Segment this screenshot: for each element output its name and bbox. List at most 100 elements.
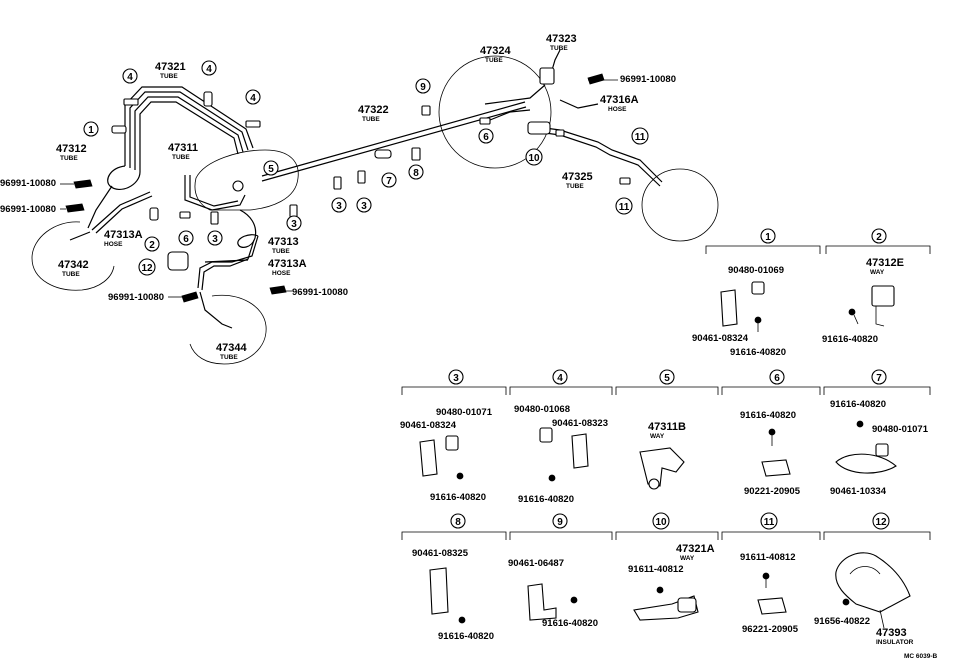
label-47316A: 47316A [600, 94, 639, 106]
rear-drum-left [438, 55, 552, 169]
label-47323-sub: TUBE [550, 45, 568, 52]
rear-drum-right [641, 168, 719, 242]
svg-text:91616-40820: 91616-40820 [730, 347, 786, 358]
svg-text:6: 6 [774, 373, 780, 384]
svg-text:90480-01069: 90480-01069 [728, 265, 784, 276]
callout-3a: 3 [331, 197, 347, 213]
svg-text:WAY: WAY [870, 269, 885, 276]
label-47312-sub: TUBE [60, 155, 78, 162]
svg-text:4: 4 [250, 93, 256, 104]
callout-1: 1 [83, 121, 99, 137]
callout-6a: 6 [178, 230, 194, 246]
svg-text:90461-06487: 90461-06487 [508, 558, 564, 569]
group-6-number: 6 [769, 369, 785, 385]
clip-b [73, 179, 93, 189]
group-3-number: 3 [448, 369, 464, 385]
label-47313-sub: TUBE [272, 248, 290, 255]
svg-text:90221-20905: 90221-20905 [744, 486, 801, 497]
clamp-1 [111, 125, 127, 134]
label-47342-sub: TUBE [62, 271, 80, 278]
svg-text:90461-10334: 90461-10334 [830, 486, 887, 497]
clamp-9 [421, 105, 431, 116]
group-2: 47312E WAY 91616-40820 [822, 257, 904, 345]
svg-text:10: 10 [528, 153, 540, 164]
svg-text:47321A: 47321A [676, 543, 715, 555]
group-11: 91611-40812 96221-20905 [740, 552, 799, 635]
svg-text:1: 1 [88, 125, 94, 136]
clamp-11a [555, 129, 565, 137]
group-7: 91616-40820 90480-01071 90461-10334 [830, 399, 929, 497]
svg-text:2: 2 [876, 232, 882, 243]
main-part-labels: 47321 TUBE 47312 TUBE 47311 TUBE 47322 T… [0, 33, 676, 361]
svg-text:7: 7 [386, 176, 392, 187]
label-47342: 47342 [58, 259, 89, 271]
clamp-3b [357, 170, 366, 184]
clamp-10 [527, 121, 551, 135]
svg-text:2: 2 [149, 240, 155, 251]
svg-text:3: 3 [212, 234, 218, 245]
front-right-backing-plate [189, 294, 267, 365]
label-96991-a: 96991-10080 [620, 74, 676, 85]
svg-text:11: 11 [619, 202, 630, 213]
callout-9: 9 [415, 78, 431, 94]
clamp-4b [203, 91, 213, 107]
callout-10: 10 [525, 148, 543, 166]
label-47313: 47313 [268, 236, 299, 248]
group-10-number: 10 [652, 512, 670, 530]
master-cylinder [194, 149, 299, 211]
group-9-number: 9 [552, 513, 568, 529]
clamp-2 [149, 207, 159, 221]
label-47344-sub: TUBE [220, 354, 238, 361]
clamp-6b [479, 117, 491, 125]
svg-text:1: 1 [765, 232, 771, 243]
svg-text:8: 8 [413, 168, 419, 179]
detail-groups: 1 2 3 4 5 6 7 8 9 10 11 12 90480-01069 9… [400, 228, 931, 646]
group-1: 90480-01069 90461-08324 91616-40820 [692, 265, 786, 358]
clamp-7 [374, 149, 392, 159]
svg-text:10: 10 [655, 517, 667, 528]
svg-text:WAY: WAY [650, 433, 665, 440]
svg-text:91656-40822: 91656-40822 [814, 616, 870, 627]
clamp-6a [179, 211, 191, 219]
svg-text:90480-01068: 90480-01068 [514, 404, 570, 415]
label-47311: 47311 [168, 142, 198, 154]
svg-text:90480-01071: 90480-01071 [436, 407, 493, 418]
label-96991-d: 96991-10080 [108, 292, 164, 303]
label-96991-e: 96991-10080 [292, 287, 348, 298]
label-47311-sub: TUBE [172, 154, 190, 161]
callout-3c: 3 [286, 215, 302, 231]
svg-text:9: 9 [420, 82, 426, 93]
svg-text:90480-01071: 90480-01071 [872, 424, 929, 435]
clip-c [65, 203, 85, 213]
svg-text:96221-20905: 96221-20905 [742, 624, 799, 635]
svg-text:90461-08323: 90461-08323 [552, 418, 608, 429]
svg-text:90461-08325: 90461-08325 [412, 548, 469, 559]
callout-4a: 4 [122, 68, 138, 84]
svg-text:4: 4 [127, 72, 133, 83]
clamp-3d [210, 211, 219, 225]
svg-text:7: 7 [876, 373, 882, 384]
callout-7: 7 [381, 172, 397, 188]
group-4-number: 4 [552, 369, 568, 385]
svg-text:47393: 47393 [876, 627, 907, 639]
svg-text:3: 3 [291, 219, 297, 230]
svg-text:11: 11 [635, 132, 646, 143]
clip-a [587, 73, 605, 85]
svg-text:91611-40812: 91611-40812 [740, 552, 795, 563]
label-47325: 47325 [562, 171, 593, 183]
label-47324: 47324 [480, 45, 511, 57]
clamp-3c [289, 204, 298, 218]
group-7-number: 7 [871, 369, 887, 385]
svg-text:11: 11 [764, 517, 775, 528]
svg-text:91616-40820: 91616-40820 [438, 631, 494, 642]
label-47321-sub: TUBE [160, 73, 178, 80]
clamp-11b [619, 177, 631, 185]
callout-5: 5 [263, 160, 279, 176]
clamp-3a [333, 176, 342, 190]
svg-text:3: 3 [453, 373, 459, 384]
clip-d [181, 291, 199, 303]
svg-text:91616-40820: 91616-40820 [822, 334, 878, 345]
group-2-number: 2 [871, 228, 887, 244]
svg-text:91616-40820: 91616-40820 [740, 410, 796, 421]
